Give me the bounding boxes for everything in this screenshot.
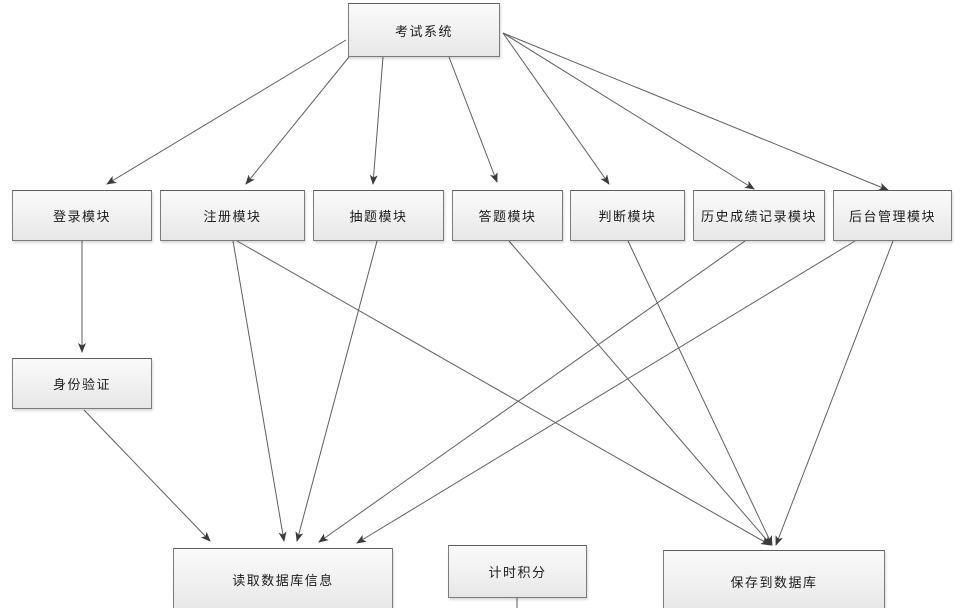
node-label-draw-question: 抽题模块 xyxy=(349,210,408,225)
node-read-db: 读取数据库信息 xyxy=(173,548,393,608)
edge-admin-to-save-db xyxy=(775,240,894,546)
edge-exam-system-to-register xyxy=(245,56,350,185)
edge-exam-system-to-login xyxy=(106,39,347,185)
node-label-read-db: 读取数据库信息 xyxy=(232,573,334,589)
node-answer: 答题模块 xyxy=(452,190,563,241)
node-judge: 判断模块 xyxy=(570,190,685,241)
node-label-exam-system: 考试系统 xyxy=(394,24,453,40)
edge-exam-system-to-answer xyxy=(448,56,498,183)
node-label-timer-score: 计时积分 xyxy=(488,566,547,581)
node-login: 登录模块 xyxy=(12,190,152,241)
edge-identity-to-read-db xyxy=(83,409,211,542)
node-label-judge: 判断模块 xyxy=(598,210,657,225)
node-label-login: 登录模块 xyxy=(52,210,111,225)
node-label-register: 注册模块 xyxy=(203,210,262,225)
node-label-history: 历史成绩记录模块 xyxy=(700,210,817,225)
edge-register-to-read-db xyxy=(232,240,287,542)
edge-exam-system-to-draw-question xyxy=(369,56,384,185)
node-label-identity: 身份验证 xyxy=(52,378,111,393)
edge-admin-to-read-db xyxy=(356,240,856,544)
node-exam-system: 考试系统 xyxy=(348,3,500,57)
edge-answer-to-save-db xyxy=(508,240,772,546)
node-timer-score: 计时积分 xyxy=(448,545,587,598)
node-register: 注册模块 xyxy=(160,190,305,241)
node-admin: 后台管理模块 xyxy=(833,190,952,241)
node-history: 历史成绩记录模块 xyxy=(693,190,825,241)
edge-draw-question-to-read-db xyxy=(295,240,378,542)
node-label-answer: 答题模块 xyxy=(478,210,537,225)
edge-history-to-read-db xyxy=(318,240,746,543)
node-label-save-db: 保存到数据库 xyxy=(730,575,818,591)
node-save-db: 保存到数据库 xyxy=(663,550,885,608)
edge-register-to-save-db xyxy=(236,240,771,546)
edge-exam-system-to-admin xyxy=(502,32,889,191)
node-label-admin: 后台管理模块 xyxy=(848,210,936,225)
node-identity: 身份验证 xyxy=(12,358,152,409)
edge-exam-system-to-judge xyxy=(502,32,610,185)
node-draw-question: 抽题模块 xyxy=(313,190,444,241)
edge-exam-system-to-history xyxy=(502,32,755,190)
edge-judge-to-save-db xyxy=(627,240,773,546)
